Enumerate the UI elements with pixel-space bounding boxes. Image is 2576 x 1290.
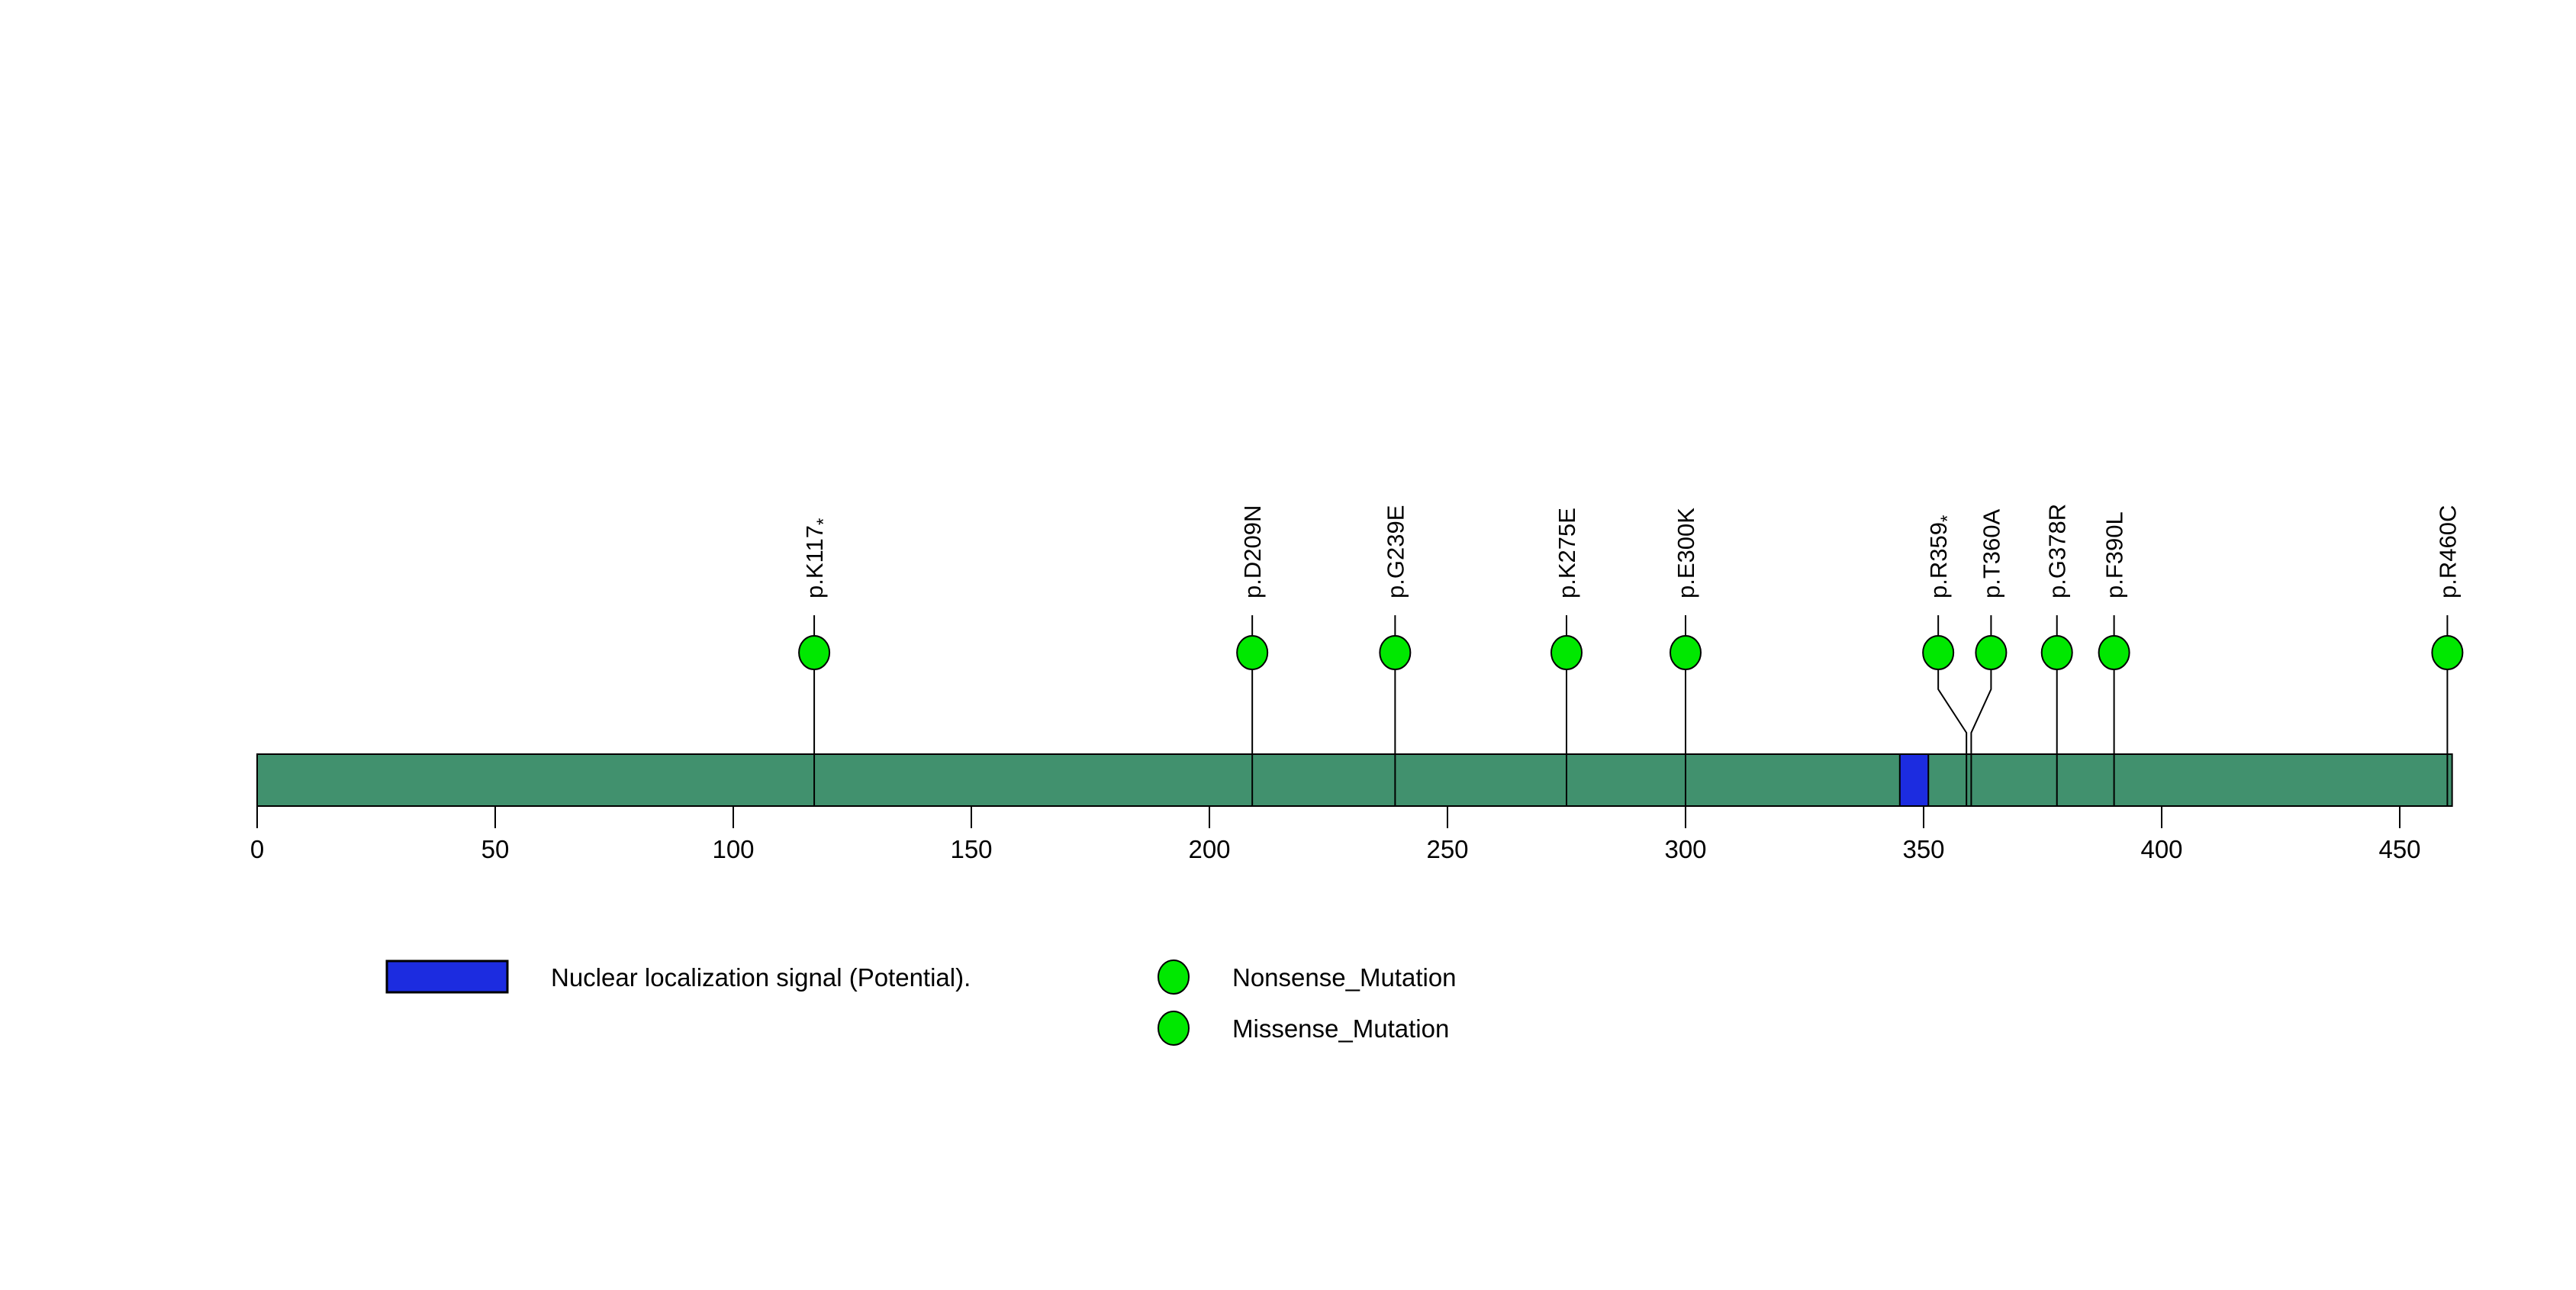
mutation-marker (2431, 635, 2464, 670)
lollipop-p-d209n: p.D209N (1236, 505, 1269, 806)
legend-domain-swatch (385, 959, 509, 994)
mutation-label: p.G378R (2044, 504, 2071, 598)
legend-mutation-label: Nonsense_Mutation (1232, 963, 1457, 992)
mutation-label: p.R359* (1925, 515, 1958, 598)
mutation-marker (2040, 635, 2073, 670)
mutation-marker (1922, 635, 1955, 670)
legend-mutation-marker (1158, 1011, 1190, 1046)
mutation-label: p.G239E (1382, 505, 1409, 598)
axis-tick-label: 100 (712, 835, 754, 863)
mutation-marker (2098, 635, 2130, 670)
lollipop-p-t360a: p.T360A (1970, 508, 2008, 806)
axis-tick-label: 150 (950, 835, 992, 863)
legend-mutation-marker (1158, 959, 1190, 995)
lollipop-p-k275e: p.K275E (1550, 508, 1583, 806)
mutation-label: p.E300K (1673, 508, 1699, 598)
axis-tick-label: 200 (1188, 835, 1230, 863)
mutation-marker (798, 635, 831, 670)
mutation-marker (1975, 635, 2008, 670)
protein-backbone-bar (256, 753, 2453, 807)
mutation-label: p.T360A (1978, 508, 2004, 598)
axis-tick-label: 350 (1902, 835, 1944, 863)
domain-nls-rect (1898, 753, 1930, 807)
mutation-marker (1550, 635, 1583, 670)
mutation-label: p.K275E (1554, 508, 1580, 598)
lollipop-p-k117-: p.K117* (798, 518, 834, 806)
axis-tick-label: 250 (1426, 835, 1468, 863)
axis-tick-label: 400 (2140, 835, 2182, 863)
mutation-label: p.F390L (2101, 511, 2128, 598)
lollipop-p-g239e: p.G239E (1379, 505, 1412, 806)
lollipop-p-r359-: p.R359* (1922, 515, 1968, 806)
axis-tick-label: 50 (481, 835, 510, 863)
legend-domain-label: Nuclear localization signal (Potential). (551, 963, 971, 992)
axis-tick-label: 450 (2378, 835, 2420, 863)
mutation-label: p.R460C (2434, 505, 2461, 598)
mutation-marker (1236, 635, 1269, 670)
lollipop-p-g378r: p.G378R (2040, 504, 2073, 806)
lollipop-p-f390l: p.F390L (2098, 511, 2130, 806)
mutation-marker (1670, 635, 1702, 670)
axis-tick-label: 300 (1664, 835, 1706, 863)
legend-mutation-label: Missense_Mutation (1232, 1014, 1449, 1043)
mutation-label: p.K117* (801, 518, 834, 598)
axis-tick-label: 0 (250, 835, 264, 863)
mutation-label: p.D209N (1239, 505, 1266, 598)
lollipop-p-e300k: p.E300K (1670, 508, 1702, 806)
lollipop-p-r460c: p.R460C (2431, 505, 2464, 806)
mutation-marker (1379, 635, 1412, 670)
